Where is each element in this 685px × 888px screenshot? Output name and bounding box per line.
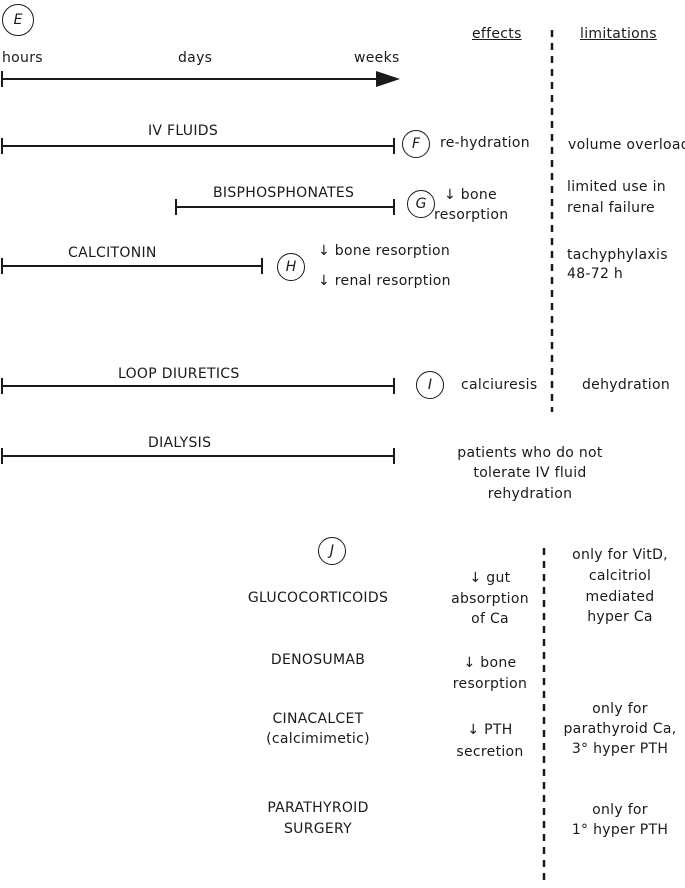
- label-e-text: E: [13, 12, 23, 28]
- calcitonin-name: CALCITONIN: [68, 245, 157, 261]
- bisphosphonates-effect-1: ↓ bone: [444, 187, 497, 203]
- denosumab-effect-1: ↓ bone: [463, 655, 517, 671]
- timeline-days: days: [178, 50, 213, 66]
- dialysis-note-2: tolerate IV fluid: [473, 465, 587, 481]
- parathyroid-surgery-name-2: SURGERY: [283, 821, 353, 837]
- timeline-hours: hours: [2, 50, 43, 66]
- glucocorticoids-limitation-3: mediated: [585, 589, 655, 605]
- label-j-text: J: [329, 543, 335, 559]
- label-i-circle: I: [416, 371, 444, 399]
- cinacalcet-limitation-3: 3° hyper PTH: [571, 741, 669, 757]
- label-f-text: F: [411, 136, 421, 152]
- label-f-circle: F: [402, 130, 430, 158]
- dialysis-name: DIALYSIS: [148, 435, 212, 451]
- cinacalcet-name: CINACALCET: [272, 711, 364, 727]
- cinacalcet-effect-2: secretion: [456, 744, 524, 760]
- denosumab-name: DENOSUMAB: [270, 652, 366, 668]
- calcitonin-limitation-1: tachyphylaxis: [567, 247, 668, 263]
- calcitonin-limitation-2: 48-72 h: [567, 266, 624, 282]
- parathyroid-surgery-limitation-2: 1° hyper PTH: [571, 822, 669, 838]
- iv-fluids-limitation: volume overload: [568, 137, 685, 153]
- cinacalcet-subtitle: (calcimimetic): [266, 731, 370, 747]
- label-h-text: H: [285, 259, 297, 275]
- parathyroid-surgery-limitation-1: only for: [592, 802, 648, 818]
- header-effects: effects: [472, 26, 522, 42]
- denosumab-effect-2: resorption: [452, 676, 528, 692]
- glucocorticoids-limitation-1: only for VitD,: [572, 547, 668, 563]
- label-g-circle: G: [407, 190, 435, 218]
- parathyroid-surgery-name-1: PARATHYROID: [267, 800, 369, 816]
- header-limitations: limitations: [580, 26, 657, 42]
- glucocorticoids-limitation-2: calcitriol: [588, 568, 652, 584]
- label-e-circle: E: [2, 4, 34, 36]
- cinacalcet-limitation-2: parathyroid Ca,: [563, 721, 677, 737]
- glucocorticoids-effect-1: ↓ gut: [469, 570, 511, 586]
- label-i-text: I: [427, 377, 433, 393]
- dialysis-note-1: patients who do not: [457, 445, 603, 461]
- bisphosphonates-name: BISPHOSPHONATES: [213, 185, 355, 201]
- label-g-text: G: [415, 196, 427, 212]
- calcitonin-effect-1: ↓ bone resorption: [318, 243, 451, 259]
- bisphosphonates-limitation-2: renal failure: [567, 200, 655, 216]
- glucocorticoids-name: GLUCOCORTICOIDS: [247, 590, 389, 606]
- cinacalcet-limitation-1: only for: [592, 701, 648, 717]
- label-j-circle: J: [318, 537, 346, 565]
- timeline-weeks: weeks: [354, 50, 400, 66]
- loop-diuretics-limitation: dehydration: [582, 377, 670, 393]
- loop-diuretics-effect: calciuresis: [461, 377, 538, 393]
- iv-fluids-effect: re-hydration: [440, 135, 530, 151]
- time-axis-arrowhead: [376, 71, 400, 87]
- bisphosphonates-effect-2: resorption: [434, 207, 509, 223]
- bisphosphonates-limitation-1: limited use in: [567, 179, 666, 195]
- glucocorticoids-effect-3: of Ca: [471, 611, 509, 627]
- calcitonin-effect-2: ↓ renal resorption: [318, 273, 451, 289]
- dialysis-note-3: rehydration: [487, 486, 573, 502]
- loop-diuretics-name: LOOP DIURETICS: [118, 366, 240, 382]
- iv-fluids-name: IV FLUIDS: [148, 123, 219, 139]
- label-h-circle: H: [277, 253, 305, 281]
- glucocorticoids-effect-2: absorption: [451, 591, 529, 607]
- glucocorticoids-limitation-4: hyper Ca: [587, 609, 653, 625]
- cinacalcet-effect-1: ↓ PTH: [467, 722, 513, 738]
